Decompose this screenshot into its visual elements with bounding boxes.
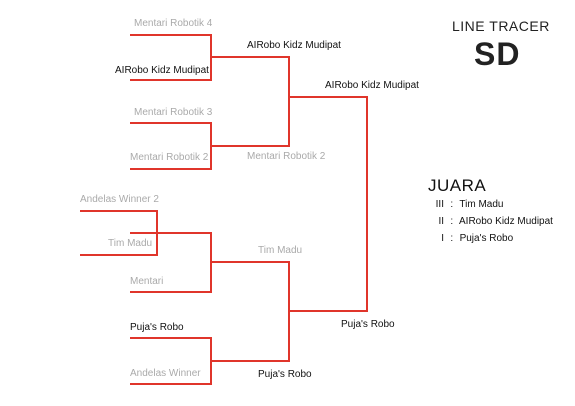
team-label: AIRobo Kidz Mudipat [247, 40, 341, 51]
team-label: Tim Madu [258, 245, 303, 256]
bracket-line [210, 145, 290, 147]
juara-colon: : [450, 216, 454, 227]
bracket-line [210, 261, 290, 263]
bracket-line [210, 56, 290, 58]
juara-title: JUARA [428, 176, 487, 195]
bracket-line [130, 232, 212, 234]
team-label: Andelas Winner [130, 368, 201, 379]
juara-name: Tim Madu [459, 199, 504, 210]
category-title: LINE TRACER [452, 18, 550, 34]
bracket-line [210, 360, 290, 362]
bracket-line [288, 310, 368, 312]
juara-name: AIRobo Kidz Mudipat [459, 216, 553, 227]
bracket-line [130, 34, 212, 36]
team-label: Puja's Robo [258, 369, 312, 380]
juara-rank: I [441, 233, 444, 244]
team-label: Mentari [130, 276, 164, 287]
bracket-line [366, 96, 368, 312]
bracket-line [130, 337, 212, 339]
team-label: Puja's Robo [341, 319, 395, 330]
juara-row-first: I : Puja's Robo [428, 233, 513, 244]
team-label: Andelas Winner 2 [80, 194, 159, 205]
team-label: AIRobo Kidz Mudipat [325, 80, 419, 91]
juara-row-second: II : AIRobo Kidz Mudipat [428, 216, 553, 227]
team-label: Tim Madu [108, 238, 153, 249]
team-label: Mentari Robotik 2 [130, 152, 209, 163]
team-label: Mentari Robotik 3 [134, 107, 213, 118]
bracket-line [80, 210, 158, 212]
bracket-line [80, 254, 158, 256]
team-label: AIRobo Kidz Mudipat [115, 65, 209, 76]
bracket-line [130, 168, 212, 170]
team-label: Mentari Robotik 4 [134, 18, 213, 29]
bracket-line [130, 291, 212, 293]
juara-rank: II [438, 216, 444, 227]
bracket-line [130, 122, 212, 124]
juara-colon: : [450, 199, 454, 210]
juara-name: Puja's Robo [459, 233, 514, 244]
juara-row-third: III : Tim Madu [428, 199, 504, 210]
team-label: Mentari Robotik 2 [247, 151, 326, 162]
bracket-line [130, 79, 212, 81]
bracket-line [130, 383, 212, 385]
bracket-line [288, 96, 368, 98]
team-label: Puja's Robo [130, 322, 184, 333]
level-title: SD [474, 36, 521, 72]
juara-colon: : [450, 233, 454, 244]
juara-rank: III [435, 199, 444, 210]
bracket-line [288, 56, 290, 147]
